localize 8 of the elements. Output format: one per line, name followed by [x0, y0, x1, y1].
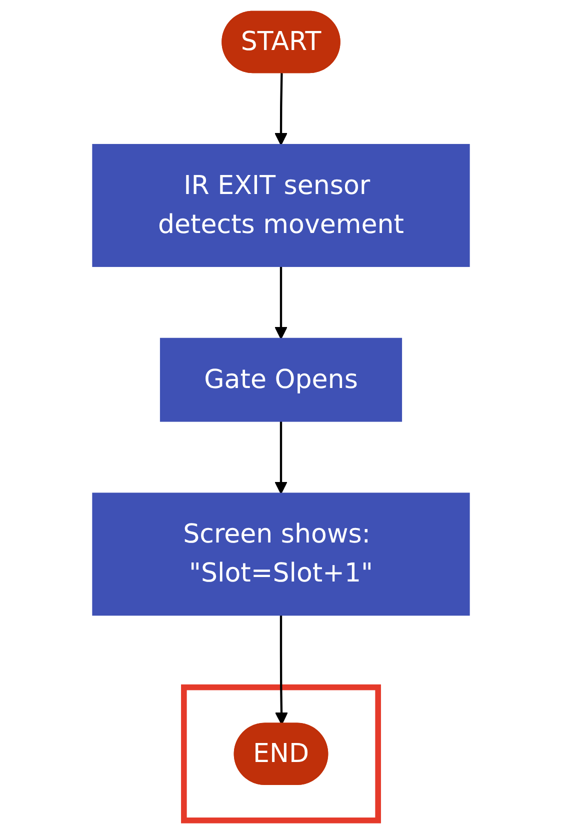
arrow: [274, 421, 288, 494]
node-box: IR EXIT sensor detects movement: [92, 144, 470, 267]
arrow: [274, 73, 288, 146]
arrow: [275, 614, 288, 725]
node-box: Gate Opens: [160, 338, 402, 422]
cluster: [181, 684, 381, 824]
node-box: Screen shows: "Slot=Slot+1": [92, 492, 470, 616]
arrow: [274, 266, 288, 340]
